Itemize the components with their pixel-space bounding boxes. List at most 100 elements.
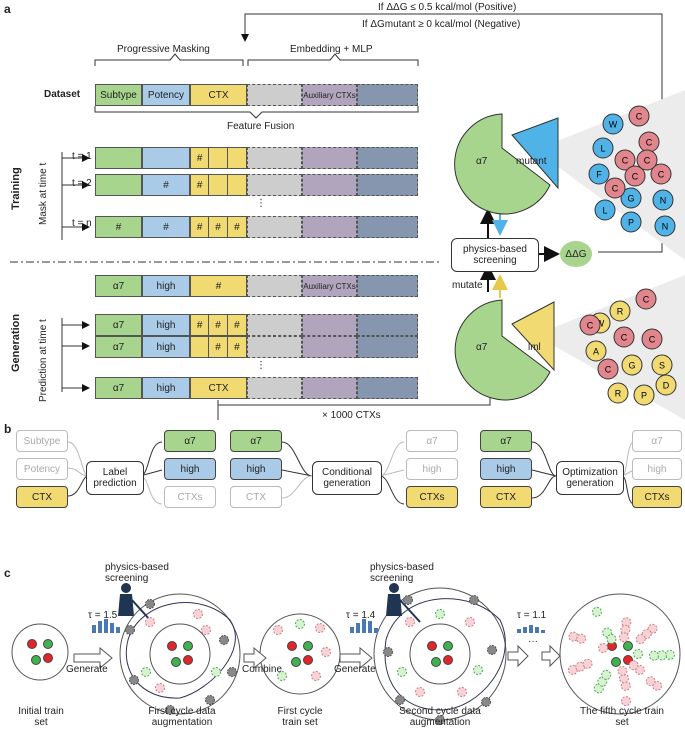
sample-dot (620, 680, 631, 691)
sample-dot (287, 641, 297, 651)
sample-dot (303, 641, 313, 651)
b2-in-ctx: CTX (230, 486, 282, 508)
sample-dot (645, 676, 656, 687)
residue-bead (635, 288, 657, 310)
training-row-t1: # (95, 147, 418, 169)
sample-dot (321, 647, 331, 657)
sample-dot (465, 617, 475, 627)
histogram-bar (116, 627, 120, 633)
sample-dot (621, 617, 632, 628)
b2-in-a7: α7 (230, 430, 282, 452)
potency-segment: Potency (142, 84, 190, 106)
histogram-bar (374, 628, 378, 633)
residue-bead (633, 384, 655, 406)
conditional-generation-box: Conditional generation (312, 461, 382, 495)
residue-letter: R (615, 389, 622, 399)
embedding-mlp-label: Embedding + MLP (290, 44, 373, 55)
prediction-time-label: Prediction at time t (38, 319, 49, 402)
mask-cell: # (191, 147, 210, 169)
histogram-bar (529, 625, 533, 633)
sample-dot (167, 641, 177, 651)
caption-first-aug: First cycle data augmentation (148, 706, 216, 728)
sample-dot (277, 671, 287, 681)
rejected-dot (145, 599, 155, 609)
rejected-dot (435, 715, 445, 725)
rejected-dot (129, 675, 139, 685)
bottom-sector-bg (535, 275, 685, 420)
panel-c-diagram (11, 583, 681, 725)
sample-dot (291, 657, 301, 667)
ddg-node: ΔΔG (560, 241, 592, 267)
residue-bead (594, 199, 616, 221)
b3-out-a7: α7 (632, 430, 682, 452)
receptor-diagrams (454, 90, 685, 420)
caption-fifth: The fifth cycle train set (580, 706, 664, 728)
histogram-bar (110, 623, 114, 633)
histogram-bar (541, 630, 545, 633)
panel-label-a: a (4, 2, 11, 16)
sample-dot (598, 643, 609, 654)
residue-letter: C (644, 156, 651, 166)
sample-dot (628, 660, 639, 671)
ctx-count-label: × 1000 CTXs (322, 410, 381, 421)
physics-screening-box: physics-based screening (451, 238, 539, 272)
residue-letter: R (617, 307, 624, 317)
sample-dot (664, 649, 675, 660)
b3-in-a7: α7 (480, 430, 532, 452)
optimization-generation-box: Optimization generation (556, 461, 624, 495)
residue-bead (592, 137, 614, 159)
dataset-label: Dataset (44, 89, 81, 100)
residue-letter: F (596, 170, 602, 180)
tau-2: τ = 1.4 (346, 610, 376, 621)
sample-dot (183, 655, 193, 665)
person-icon-1 (118, 583, 151, 621)
subtype-segment: Subtype (95, 84, 142, 106)
residue-bead (585, 340, 607, 362)
residue-letter: C (621, 333, 628, 343)
sample-dot (576, 633, 587, 644)
b2-in-high: high (230, 458, 282, 480)
rejected-dot (125, 625, 135, 635)
sample-dot (617, 665, 628, 676)
residue-letter: L (600, 144, 605, 154)
training-label: Training (10, 167, 22, 210)
histogram-bar (362, 619, 366, 633)
dots-label: ··· (528, 636, 538, 647)
sample-dot (141, 667, 151, 677)
a7-bottom-label: α7 (476, 342, 488, 353)
combine-label: Combine (242, 664, 283, 675)
b1-out-a7: α7 (164, 430, 216, 452)
histogram-bar (98, 621, 102, 633)
sample-dot (623, 641, 633, 651)
embed-segment-1 (247, 84, 302, 106)
sample-dot (648, 650, 659, 661)
positive-condition: If ΔΔG ≤ 0.5 kcal/mol (Positive) (378, 2, 517, 13)
residue-bead (621, 354, 643, 376)
negative-condition: If ΔGmutant ≥ 0 kcal/mol (Negative) (362, 19, 521, 30)
residue-letter: C (658, 170, 665, 180)
rejected-dot (383, 647, 393, 657)
sample-dot (397, 667, 407, 677)
sample-dot (601, 669, 612, 680)
sample-dot (611, 657, 621, 667)
a7-receptor-bottom (454, 299, 551, 401)
mutate-label: mutate (452, 280, 483, 291)
rejected-dot (219, 635, 229, 645)
residue-bead (620, 187, 642, 209)
rejected-dot (469, 595, 479, 605)
sample-dot (415, 687, 425, 697)
histogram-bar (92, 625, 96, 633)
generation-dots: ⋮ (256, 360, 266, 371)
rejected-dot (205, 695, 215, 705)
feature-fusion-label: Feature Fusion (227, 121, 295, 132)
histogram-bar (535, 627, 539, 633)
sample-dot (31, 655, 41, 665)
residue-bead (620, 211, 642, 233)
residue-bead (614, 149, 636, 171)
mutant-label: mutant (516, 156, 547, 167)
residue-bead (655, 374, 677, 396)
sample-dot (211, 667, 221, 677)
sample-dot (155, 683, 165, 693)
